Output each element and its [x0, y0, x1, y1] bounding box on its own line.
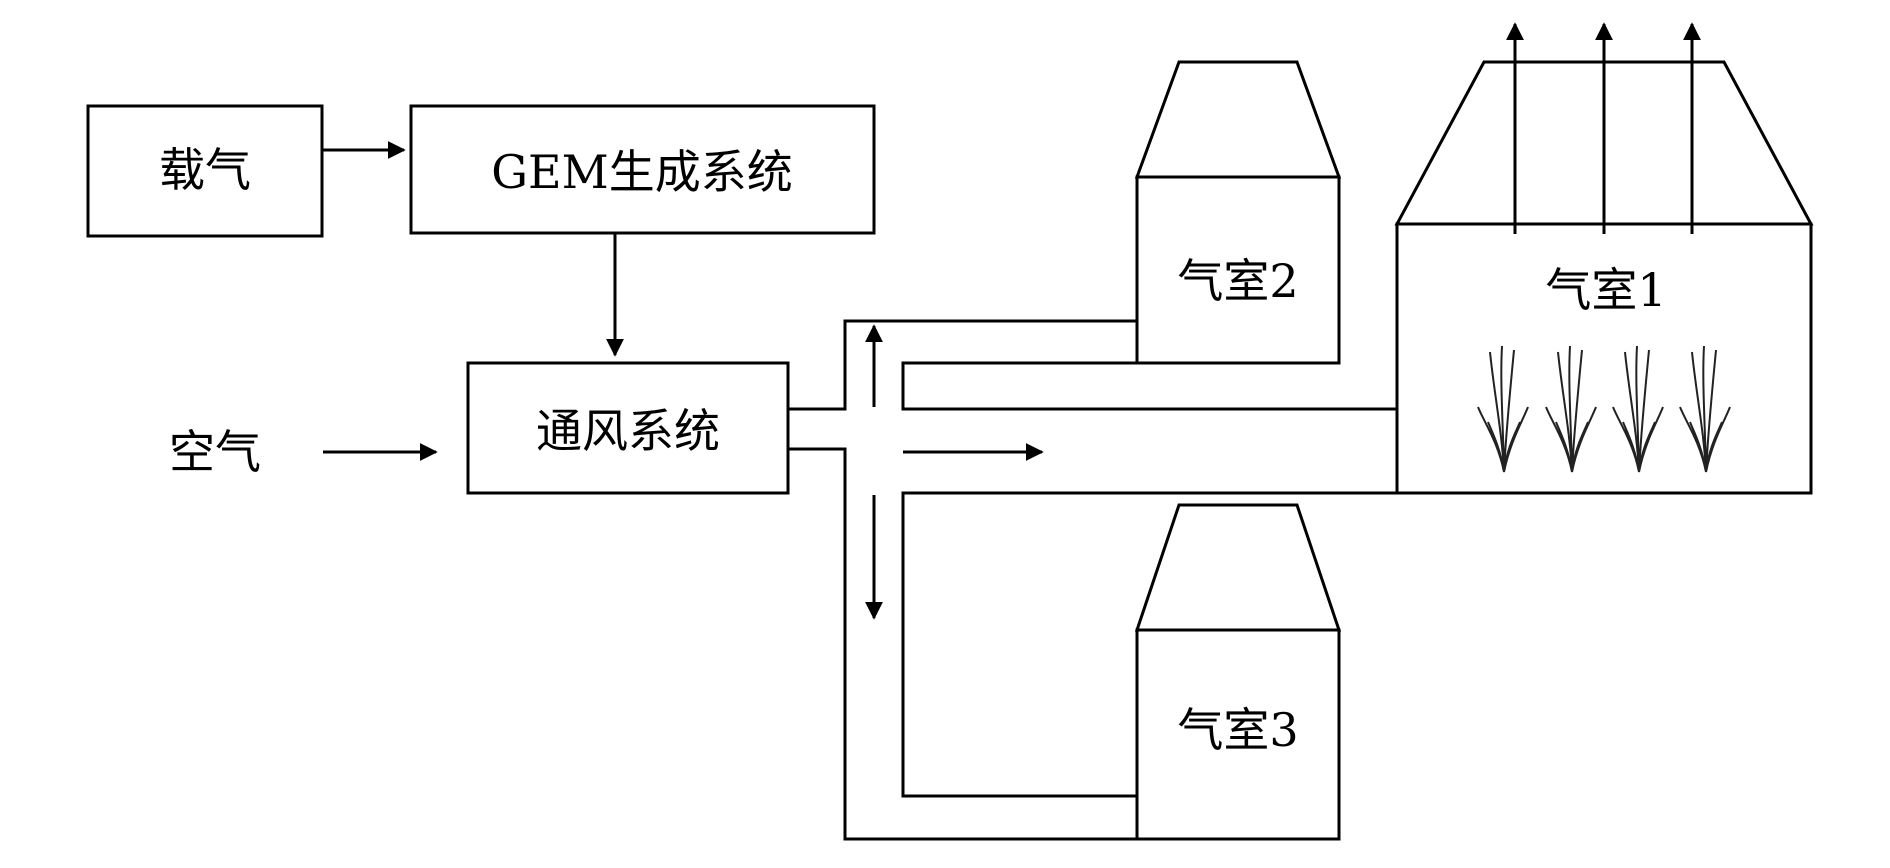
- carrier-gas-box: [86, 104, 324, 238]
- carrier-gas-label: 载气: [159, 143, 251, 197]
- ventilation-system-box: [466, 361, 790, 495]
- gem-system-box: [409, 104, 876, 235]
- gem-system-label: GEM生成系统: [491, 145, 792, 199]
- plant-icon: [1545, 345, 1597, 473]
- duct-network: [788, 319, 1397, 841]
- chamber-3: 气室3: [1134, 503, 1342, 841]
- chamber-2: 气室2: [1134, 60, 1342, 365]
- plant-icon: [1679, 345, 1731, 473]
- plant-icon: [1612, 345, 1664, 473]
- air-label: 空气: [169, 425, 261, 479]
- ventilation-system-label: 通风系统: [536, 404, 720, 458]
- chamber-3-label: 气室3: [1177, 703, 1298, 757]
- chamber-1-label: 气室1: [1545, 263, 1666, 317]
- plant-icon: [1477, 345, 1529, 473]
- chamber-1: 气室1: [1394, 22, 1814, 495]
- chamber-2-label: 气室2: [1177, 254, 1298, 308]
